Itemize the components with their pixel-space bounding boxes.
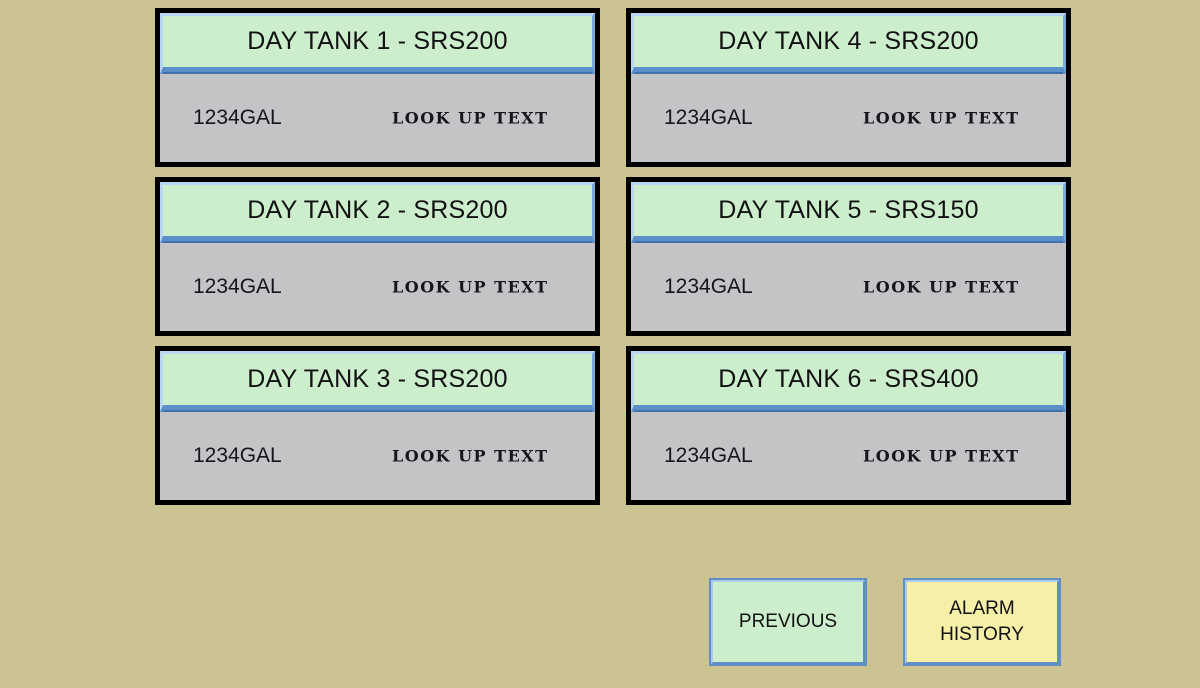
button-bar: PREVIOUS ALARM HISTORY (709, 578, 1061, 666)
tank-header[interactable]: DAY TANK 1 - SRS200 (160, 13, 595, 74)
tank-readout-body: 1234GAL LOOK UP TEXT (160, 412, 595, 500)
tank-volume-value: 1234GAL (193, 106, 282, 129)
tank-title: DAY TANK 3 - SRS200 (247, 365, 508, 393)
tank-header[interactable]: DAY TANK 2 - SRS200 (160, 182, 595, 243)
tank-header[interactable]: DAY TANK 4 - SRS200 (631, 13, 1066, 74)
tank-lookup-text: LOOK UP TEXT (863, 446, 1020, 466)
tank-lookup-text: LOOK UP TEXT (392, 446, 549, 466)
tank-panel[interactable]: DAY TANK 5 - SRS150 1234GAL LOOK UP TEXT (626, 177, 1071, 336)
tank-header[interactable]: DAY TANK 5 - SRS150 (631, 182, 1066, 243)
tank-readout-body: 1234GAL LOOK UP TEXT (631, 243, 1066, 331)
tank-volume-value: 1234GAL (193, 275, 282, 298)
tank-header[interactable]: DAY TANK 6 - SRS400 (631, 351, 1066, 412)
tank-panel[interactable]: DAY TANK 3 - SRS200 1234GAL LOOK UP TEXT (155, 346, 600, 505)
tank-readout-body: 1234GAL LOOK UP TEXT (631, 412, 1066, 500)
tank-title: DAY TANK 5 - SRS150 (718, 196, 979, 224)
tank-title: DAY TANK 6 - SRS400 (718, 365, 979, 393)
tank-lookup-text: LOOK UP TEXT (392, 277, 549, 297)
tank-title: DAY TANK 1 - SRS200 (247, 27, 508, 55)
tank-panel[interactable]: DAY TANK 1 - SRS200 1234GAL LOOK UP TEXT (155, 8, 600, 167)
tank-volume-value: 1234GAL (664, 444, 753, 467)
button-label: ALARM HISTORY (940, 598, 1024, 645)
tank-panel[interactable]: DAY TANK 2 - SRS200 1234GAL LOOK UP TEXT (155, 177, 600, 336)
tank-readout-body: 1234GAL LOOK UP TEXT (160, 243, 595, 331)
tank-readout-body: 1234GAL LOOK UP TEXT (160, 74, 595, 162)
tank-title: DAY TANK 2 - SRS200 (247, 196, 508, 224)
tank-readout-body: 1234GAL LOOK UP TEXT (631, 74, 1066, 162)
button-label: PREVIOUS (738, 611, 838, 633)
tank-volume-value: 1234GAL (664, 275, 753, 298)
tank-panel[interactable]: DAY TANK 4 - SRS200 1234GAL LOOK UP TEXT (626, 8, 1071, 167)
tank-header[interactable]: DAY TANK 3 - SRS200 (160, 351, 595, 412)
tank-volume-value: 1234GAL (193, 444, 282, 467)
tank-lookup-text: LOOK UP TEXT (863, 108, 1020, 128)
tank-title: DAY TANK 4 - SRS200 (718, 27, 979, 55)
tank-panel[interactable]: DAY TANK 6 - SRS400 1234GAL LOOK UP TEXT (626, 346, 1071, 505)
tank-lookup-text: LOOK UP TEXT (863, 277, 1020, 297)
tank-lookup-text: LOOK UP TEXT (392, 108, 549, 128)
previous-button[interactable]: PREVIOUS (709, 578, 867, 666)
tank-volume-value: 1234GAL (664, 106, 753, 129)
alarm-history-button[interactable]: ALARM HISTORY (903, 578, 1061, 666)
